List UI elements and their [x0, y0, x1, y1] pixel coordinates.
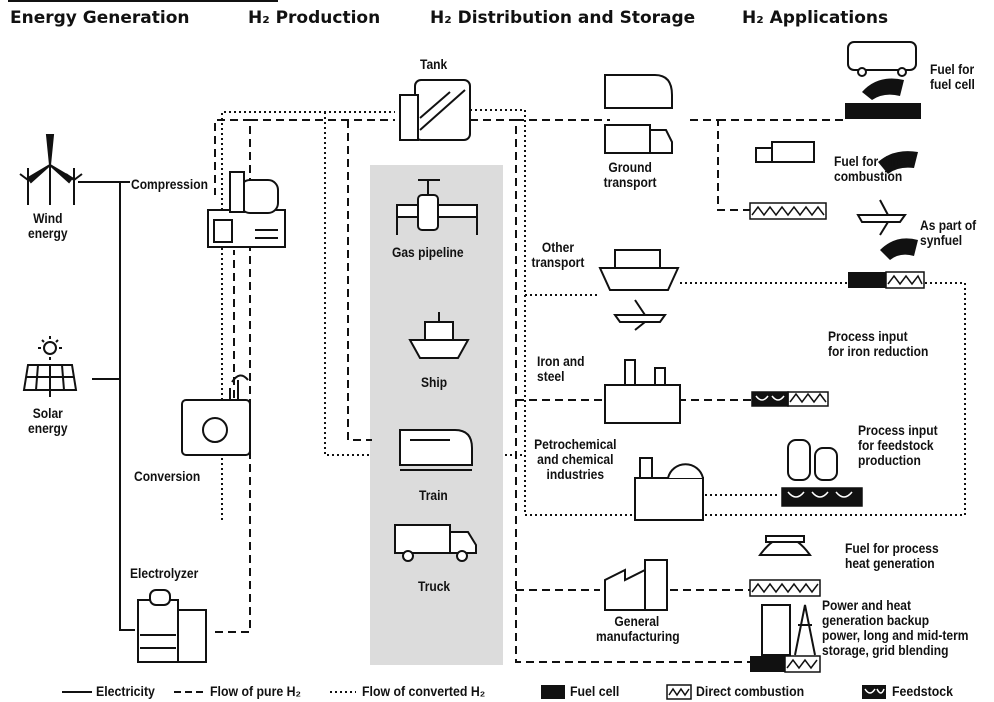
header-h2-distribution: H₂ Distribution and Storage — [430, 8, 696, 28]
manufacturing-icon — [604, 559, 668, 611]
compression-label: Compression — [131, 176, 208, 192]
ground-transport-label: Ground transport — [603, 159, 657, 190]
feedstock-production-application-label: Process input for feedstock production — [858, 422, 938, 468]
header-h2-production: H₂ Production — [248, 8, 381, 28]
pure-h2-lines — [214, 119, 845, 663]
wind-turbine-icon — [19, 134, 83, 205]
legend: Electricity Flow of pure H₂ Flow of conv… — [0, 680, 994, 702]
electricity-lines — [78, 181, 135, 631]
tank-label: Tank — [420, 56, 448, 72]
petrochemical-label: Petrochemical and chemical industries — [534, 436, 617, 482]
compression-icon — [207, 171, 286, 248]
iron-reduction-application-label: Process input for iron reduction — [828, 328, 929, 359]
petrochemical-icon — [634, 457, 704, 521]
direct-combustion-bar — [749, 202, 925, 673]
direct-combustion-application-label: Fuel for direct combustion — [834, 153, 915, 184]
fuel-cell-application-label: Fuel for fuel cell — [930, 61, 975, 92]
feedstock-bar — [751, 391, 863, 507]
legend-fuel-cell-swatch — [541, 685, 565, 699]
electrolyzer-label: Electrolyzer — [130, 565, 199, 581]
legend-converted-h2-text: Flow of converted H₂ — [362, 683, 486, 699]
distribution-panel — [370, 165, 503, 665]
header-h2-applications: H₂ Applications — [742, 8, 889, 28]
legend-feedstock-text: Feedstock — [892, 683, 953, 699]
other-transport-icon — [598, 249, 680, 331]
storage-tank-icon — [787, 439, 838, 481]
legend-electricity-text: Electricity — [96, 683, 155, 699]
iron-steel-icon — [604, 359, 681, 424]
fuel-cell-bar — [750, 103, 921, 672]
bus-icon — [847, 41, 917, 77]
plane-icon — [856, 199, 907, 236]
ground-transport-icon — [604, 74, 673, 154]
other-transport-label: Other transport — [531, 239, 585, 270]
train-label: Train — [419, 487, 448, 503]
power-heat-application-label: Power and heat generation backup power, … — [822, 597, 969, 658]
gas-pipeline-label: Gas pipeline — [392, 244, 464, 260]
process-heat-application-label: Fuel for process heat generation — [845, 540, 939, 571]
legend-direct-combustion-text: Direct combustion — [696, 683, 805, 699]
electrolyzer-icon — [137, 589, 207, 663]
iron-steel-label: Iron and steel — [537, 353, 585, 384]
ship-label: Ship — [421, 374, 448, 390]
small-truck-icon — [755, 141, 815, 163]
solar-energy-label: Solar energy — [28, 405, 68, 436]
legend-feedstock-swatch — [862, 685, 886, 699]
gas-pipeline-icon — [396, 179, 478, 235]
conversion-icon — [181, 374, 251, 456]
wind-energy-label: Wind energy — [28, 210, 68, 241]
power-tower-icon — [761, 604, 816, 656]
legend-pure-h2-text: Flow of pure H₂ — [210, 683, 302, 699]
header-rule — [8, 0, 278, 2]
solar-panel-icon — [22, 336, 78, 397]
truck-icon — [394, 524, 477, 562]
ship-icon — [408, 312, 470, 359]
fuel-nozzle-icon — [862, 78, 918, 260]
train-icon — [399, 429, 473, 471]
general-manufacturing-label: General manufacturing — [596, 613, 680, 644]
legend-fuel-cell-text: Fuel cell — [570, 683, 620, 699]
tank-icon — [399, 79, 471, 141]
header-energy-generation: Energy Generation — [10, 8, 190, 28]
boiler-icon — [758, 535, 812, 556]
conversion-label: Conversion — [134, 468, 201, 484]
synfuel-application-label: As part of synfuel — [920, 217, 977, 248]
legend-direct-combustion-swatch — [666, 684, 692, 700]
truck-label: Truck — [418, 578, 451, 594]
